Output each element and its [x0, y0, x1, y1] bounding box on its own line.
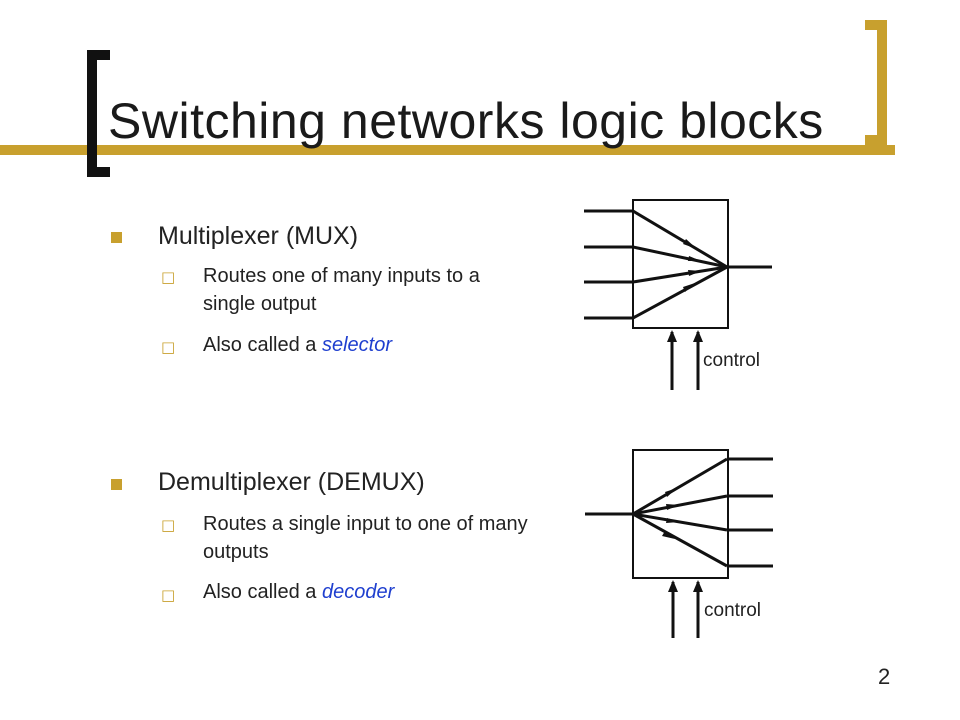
mux-point1: Routes one of many inputs to a single ou…: [203, 265, 480, 315]
mux-control-label: control: [703, 350, 761, 371]
mux-path-4: [632, 265, 728, 320]
demux-point2-highlight: decoder: [321, 581, 395, 603]
mux-point2-marker: □: [161, 338, 176, 356]
demux-control-arrow-1: [668, 580, 678, 592]
mux-path-2: [632, 245, 728, 269]
demux-path-3: [632, 512, 728, 532]
left-bracket: [87, 50, 110, 177]
mux-arrowhead-4: [683, 283, 695, 292]
mux-point1-marker: □: [161, 268, 176, 286]
demux-path-1: [632, 457, 728, 516]
mux-bullet: [111, 232, 122, 243]
demux-path-4: [632, 512, 728, 568]
demux-path-2: [632, 494, 728, 516]
demux-control-label: control: [704, 600, 762, 621]
demux-arrowhead-2: [666, 504, 679, 510]
mux-point2: Also called a selector: [203, 331, 392, 359]
mux-path-1: [632, 209, 728, 269]
mux-point2-prefix: Also called a: [203, 334, 322, 356]
mux-control-arrow-2: [693, 330, 703, 342]
mux-diagram: [584, 199, 772, 390]
demux-control-arrow-2: [693, 580, 703, 592]
mux-arrowhead-3: [688, 270, 701, 276]
demux-arrowhead-3: [666, 518, 679, 523]
demux-bullet: [111, 479, 122, 490]
mux-point2-highlight: selector: [321, 334, 392, 356]
mux-arrowhead-1: [683, 239, 697, 249]
demux-point1-marker: □: [161, 516, 176, 534]
slide-title: Switching networks logic blocks: [108, 93, 824, 149]
demux-point2-prefix: Also called a: [203, 581, 322, 603]
mux-arrowhead-2: [688, 256, 701, 261]
mux-path-3: [632, 265, 728, 284]
demux-arrowhead-1: [665, 488, 677, 497]
demux-arrowhead-4: [662, 531, 675, 539]
mux-box: [632, 199, 729, 329]
mux-heading: Multiplexer (MUX): [158, 222, 359, 250]
page-number: 2: [878, 664, 891, 689]
demux-point2: Also called a decoder: [203, 578, 394, 606]
demux-heading: Demultiplexer (DEMUX): [158, 468, 425, 496]
title-underline-bar: [0, 145, 895, 155]
demux-diagram: [585, 449, 773, 638]
demux-point1: Routes a single input to one of many out…: [203, 513, 528, 563]
demux-point2-marker: □: [161, 586, 176, 604]
mux-control-arrow-1: [667, 330, 677, 342]
right-bracket: [865, 20, 887, 145]
title-decoration: [0, 20, 895, 177]
